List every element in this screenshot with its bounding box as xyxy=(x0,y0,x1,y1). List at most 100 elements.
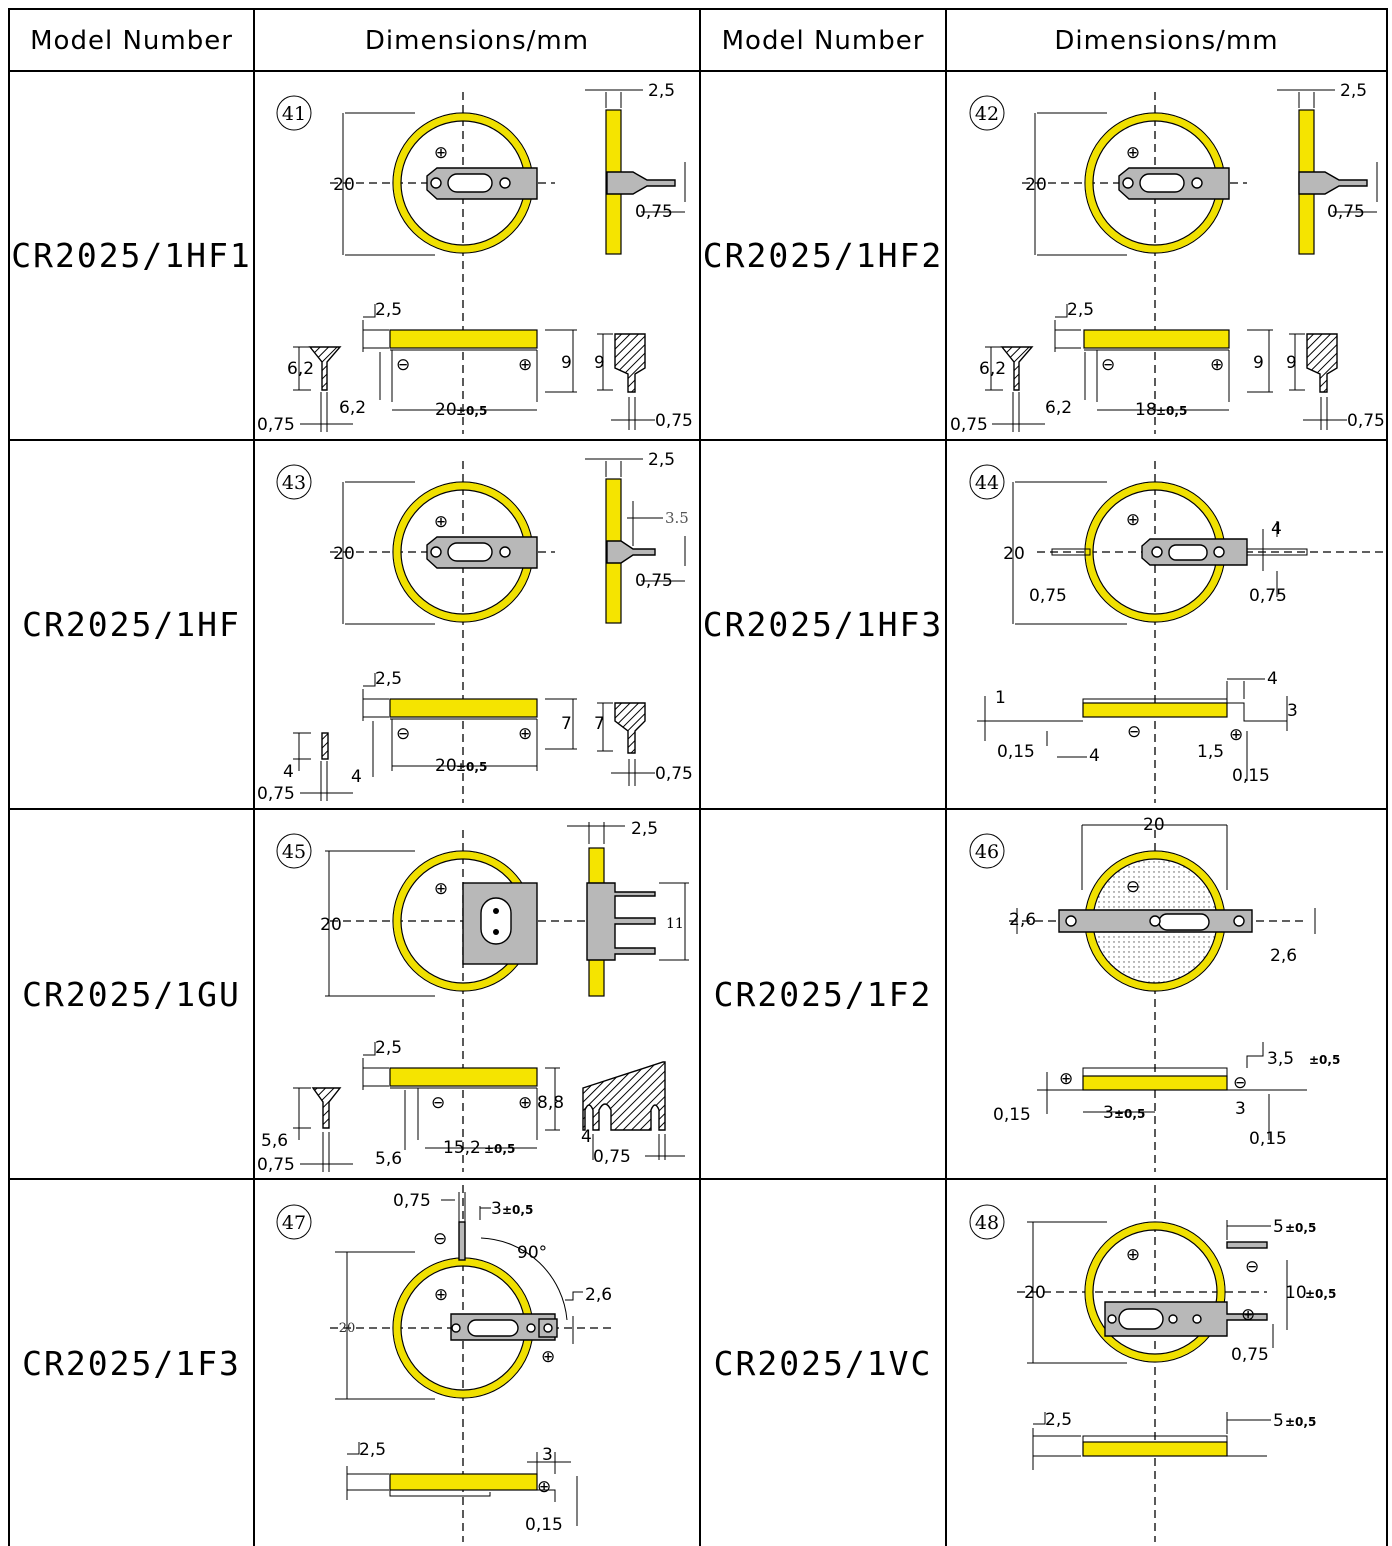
dim-height: 2,5 xyxy=(375,300,402,320)
svg-text:2,5: 2,5 xyxy=(648,450,675,470)
header-dimensions: Dimensions/mm xyxy=(1054,26,1279,56)
model-number-cell: CR2025/1GU xyxy=(22,974,241,1014)
svg-text:2,5: 2,5 xyxy=(359,1440,386,1460)
svg-text:9: 9 xyxy=(1253,353,1264,373)
svg-text:0,75: 0,75 xyxy=(635,571,673,591)
svg-text:±0,5: ±0,5 xyxy=(1285,1221,1316,1235)
row-divider xyxy=(8,808,1388,810)
dim-diameter: 20 xyxy=(333,175,355,195)
svg-text:0,75: 0,75 xyxy=(1029,586,1067,606)
dim-tab-thickness: 0,75 xyxy=(635,202,673,222)
svg-text:15,2: 15,2 xyxy=(443,1138,481,1158)
svg-text:⊕: ⊕ xyxy=(1126,143,1140,163)
svg-text:⊕: ⊕ xyxy=(518,355,532,375)
svg-text:3: 3 xyxy=(542,1445,553,1465)
svg-text:0,15: 0,15 xyxy=(1249,1129,1287,1149)
svg-text:7: 7 xyxy=(594,714,605,734)
dimension-drawing-46: 46 ⊖ 20 2,6 2,6 ⊕⊖ 3,5 ±0,5 xyxy=(947,810,1386,1178)
column-divider xyxy=(253,8,255,1546)
svg-text:3.5: 3.5 xyxy=(665,509,689,527)
figure-number: 47 xyxy=(282,1212,306,1234)
svg-text:⊖: ⊖ xyxy=(396,355,410,375)
dimension-drawing-41: 41 ⊕ 20 2,5 0,75 ⊖⊕ xyxy=(255,72,699,439)
dimension-drawing-48: 48 ⊕ ⊖⊕ 5 ±0,5 10 ±0,5 0,75 20 xyxy=(947,1180,1386,1546)
svg-text:20: 20 xyxy=(333,544,355,564)
svg-text:20: 20 xyxy=(1025,175,1047,195)
svg-text:3: 3 xyxy=(1235,1099,1246,1119)
svg-text:4: 4 xyxy=(283,762,294,782)
svg-text:⊕: ⊕ xyxy=(434,143,448,163)
svg-text:⊖: ⊖ xyxy=(433,1229,447,1249)
svg-text:6,2: 6,2 xyxy=(287,359,314,379)
svg-text:2,6: 2,6 xyxy=(1270,946,1297,966)
svg-text:⊖: ⊖ xyxy=(396,724,410,744)
svg-text:6,2: 6,2 xyxy=(1045,398,1072,418)
svg-text:0,75: 0,75 xyxy=(655,764,693,784)
dimension-drawing-43: 43 ⊕ 20 2,5 3.5 0,75 xyxy=(255,441,699,808)
model-number-cell: CR2025/1F3 xyxy=(22,1343,241,1383)
svg-text:4: 4 xyxy=(1089,746,1100,766)
svg-text:9: 9 xyxy=(594,353,605,373)
svg-text:0,75: 0,75 xyxy=(257,1155,295,1175)
svg-text:⊕: ⊕ xyxy=(518,724,532,744)
svg-text:90°: 90° xyxy=(517,1243,547,1263)
svg-text:⊕: ⊕ xyxy=(1241,1305,1255,1325)
table-border-right xyxy=(1386,8,1388,1546)
svg-text:3: 3 xyxy=(1287,701,1298,721)
svg-text:6,2: 6,2 xyxy=(979,359,1006,379)
figure-number: 44 xyxy=(975,472,999,494)
column-divider xyxy=(945,8,947,1546)
svg-text:0,75: 0,75 xyxy=(393,1191,431,1211)
dimension-drawing-47: 47 ⊖ ⊕ ⊕ 0,75 3 ±0,5 90° 2,6 xyxy=(255,1180,699,1546)
svg-text:7: 7 xyxy=(561,714,572,734)
svg-text:⊕: ⊕ xyxy=(434,512,448,532)
header-model-number: Model Number xyxy=(30,26,233,56)
svg-text:⊕: ⊕ xyxy=(537,1477,551,1497)
model-number-cell: CR2025/1HF1 xyxy=(11,236,252,275)
svg-text:±0,5: ±0,5 xyxy=(1285,1415,1316,1429)
svg-text:±0,5: ±0,5 xyxy=(1114,1107,1145,1121)
svg-text:4: 4 xyxy=(1267,669,1278,689)
svg-text:20: 20 xyxy=(1024,1283,1046,1303)
figure-number: 46 xyxy=(975,841,999,863)
svg-text:0,75: 0,75 xyxy=(257,784,295,804)
svg-text:10: 10 xyxy=(1285,1283,1307,1303)
svg-text:5,6: 5,6 xyxy=(375,1149,402,1169)
svg-text:⊕: ⊕ xyxy=(541,1347,555,1367)
svg-text:2,5: 2,5 xyxy=(1045,1410,1072,1430)
svg-text:⊕: ⊕ xyxy=(1126,510,1140,530)
svg-text:0,75: 0,75 xyxy=(1347,411,1385,431)
svg-text:9: 9 xyxy=(1286,353,1297,373)
svg-text:0,75: 0,75 xyxy=(1327,202,1365,222)
header-model-number: Model Number xyxy=(721,26,925,56)
svg-text:3: 3 xyxy=(1103,1103,1114,1123)
svg-text:0,75: 0,75 xyxy=(593,1147,631,1167)
table-header-divider xyxy=(8,70,1388,72)
svg-text:20: 20 xyxy=(1003,544,1025,564)
svg-text:⊕: ⊕ xyxy=(434,879,448,899)
svg-text:⊖: ⊖ xyxy=(1233,1073,1247,1093)
table-border-left xyxy=(8,8,10,1546)
svg-text:⊖: ⊖ xyxy=(1127,722,1141,742)
svg-text:⊖: ⊖ xyxy=(1126,877,1140,897)
svg-text:2,5: 2,5 xyxy=(1340,81,1367,101)
svg-text:5: 5 xyxy=(1273,1411,1284,1431)
svg-text:0,15: 0,15 xyxy=(993,1105,1031,1125)
svg-text:4: 4 xyxy=(1271,519,1282,539)
svg-text:2,5: 2,5 xyxy=(1067,300,1094,320)
figure-number: 45 xyxy=(282,841,306,863)
svg-text:±0,5: ±0,5 xyxy=(1309,1053,1340,1067)
svg-text:4: 4 xyxy=(351,767,362,787)
svg-text:⊖: ⊖ xyxy=(1245,1257,1259,1277)
svg-text:2,6: 2,6 xyxy=(1009,910,1036,930)
svg-text:0,75: 0,75 xyxy=(950,415,988,435)
svg-text:±0,5: ±0,5 xyxy=(1305,1287,1336,1301)
svg-text:3,5: 3,5 xyxy=(1267,1049,1294,1069)
figure-number: 43 xyxy=(282,472,306,494)
dimension-drawing-44: 44 ⊕ 20 4 0,75 0,75 4 xyxy=(947,441,1386,808)
svg-text:⊖: ⊖ xyxy=(1101,355,1115,375)
model-number-cell: CR2025/1HF3 xyxy=(702,605,944,644)
column-divider xyxy=(699,8,701,1546)
model-number-cell: CR2025/1HF xyxy=(22,605,241,644)
